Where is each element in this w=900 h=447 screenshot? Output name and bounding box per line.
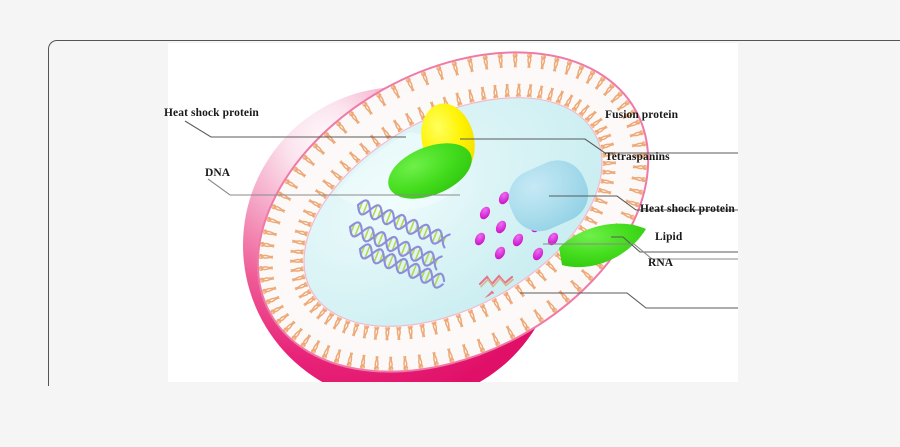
label-lipid: Lipid	[655, 231, 683, 243]
leader-lines	[184, 120, 738, 309]
exosome-diagram	[184, 51, 738, 382]
leader-tetraspanins	[549, 195, 738, 211]
label-fusion-protein: Fusion protein	[605, 109, 679, 121]
leader-lipid	[543, 243, 738, 260]
label-heat-shock-protein-right: Heat shock protein	[640, 203, 735, 215]
leader-fusion-protein	[460, 138, 738, 154]
dna-strands	[348, 199, 451, 289]
label-dna: DNA	[205, 167, 231, 179]
label-tetraspanins: Tetraspanins	[605, 151, 670, 163]
tetraspanin-body	[508, 160, 589, 232]
leader-rna	[520, 292, 738, 309]
heat-shock-protein-body-2	[559, 223, 646, 268]
leader-dna	[207, 178, 460, 196]
heat-shock-protein-body-1	[388, 143, 472, 199]
label-heat-shock-protein-left: Heat shock protein	[164, 107, 259, 119]
figure-panel	[168, 43, 738, 382]
label-rna: RNA	[648, 257, 674, 269]
leader-heat-shock-protein-left	[184, 120, 406, 138]
